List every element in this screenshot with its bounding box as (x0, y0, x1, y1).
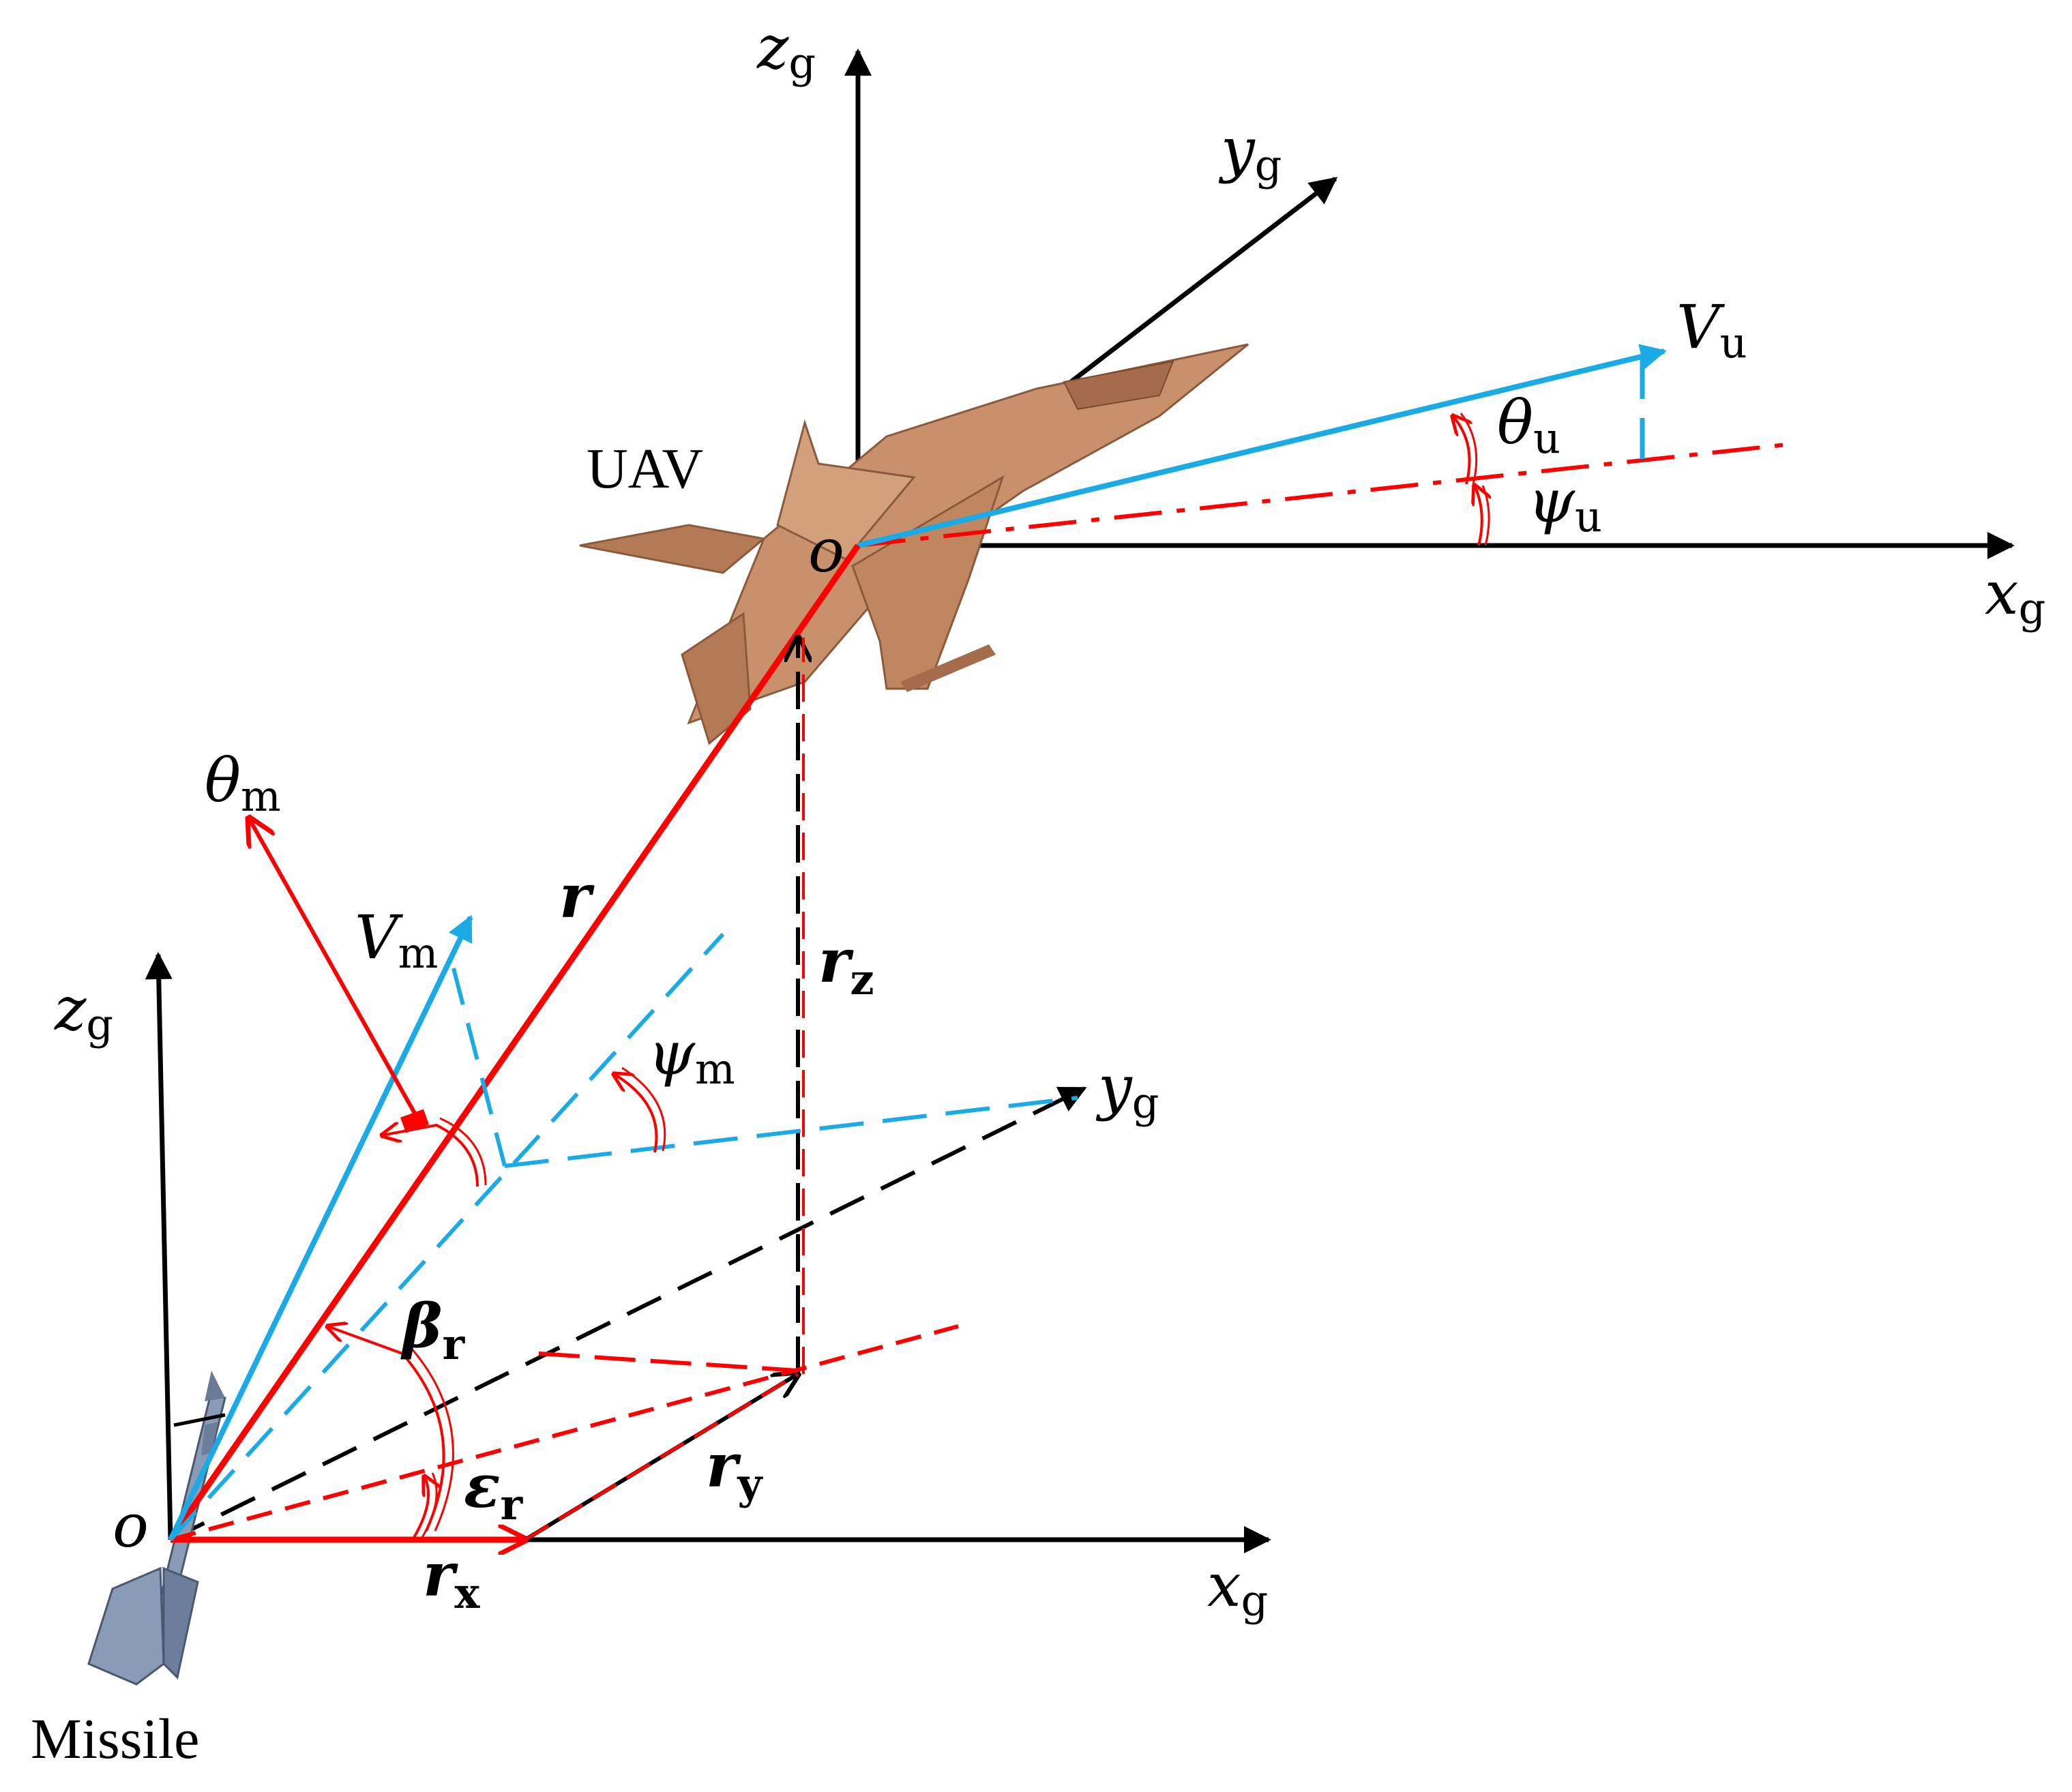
theta-u-label: θu (1497, 387, 1560, 463)
missile-z-axis-label: zg (54, 974, 113, 1049)
psi-u-arc-2 (1481, 485, 1490, 546)
psi-u-label: ψu (1528, 466, 1602, 541)
ground-projection (170, 1324, 959, 1542)
epsilon-r-arc (411, 1476, 428, 1541)
uav-x-axis-label: xg (1985, 558, 2045, 633)
r-y-component-red (524, 1372, 799, 1542)
missile-axis-tick (173, 1413, 226, 1427)
los-vector-r (168, 543, 861, 1542)
psi-m-label: ψm (648, 1018, 735, 1094)
r-x-label: rx (423, 1539, 480, 1618)
missile-y-axis-dashed (169, 1086, 1087, 1542)
missile-z-axis (145, 952, 173, 1540)
beta-r-arc-2 (409, 1347, 454, 1532)
psi-m-reference-line (504, 1096, 1078, 1168)
psi-m-arc (614, 1074, 658, 1153)
theta-m-arc-2 (439, 1117, 487, 1186)
uav-velocity-vector (857, 344, 1667, 548)
uav-z-axis-label: zg (756, 12, 816, 88)
missile-velocity-vector (168, 914, 473, 1541)
missile-x-axis-label: xg (1207, 1550, 1268, 1626)
beta-r-label: βr (400, 1290, 465, 1369)
theta-u-arc (1453, 416, 1470, 485)
missile-label: Missile (31, 1707, 199, 1771)
uav-origin-label: o (808, 516, 844, 586)
v-m-label: Vm (355, 902, 438, 978)
theta-m-label: θm (205, 745, 281, 821)
v-u-label: Vu (1676, 292, 1747, 368)
theta-m-vector (249, 818, 421, 1123)
fighter-jet-icon (579, 343, 1249, 745)
missile-velocity-projection (168, 932, 725, 1542)
psi-u-arc (1475, 486, 1482, 546)
psi-m-arc-2 (621, 1066, 666, 1152)
r-z-label: rz (818, 925, 874, 1004)
epsilon-r-arc-2 (419, 1472, 438, 1540)
missile-origin-label: o (113, 1491, 149, 1561)
missile-velocity-drop (452, 968, 507, 1167)
epsilon-r-label: εr (464, 1450, 524, 1529)
theta-u-arc-2 (1460, 413, 1478, 485)
theta-m-arc (382, 1125, 479, 1187)
uav-heading-projection (857, 443, 1788, 548)
r-y-label: ry (706, 1430, 763, 1509)
uav-y-axis-label: yg (1218, 115, 1282, 190)
missile-y-axis-label: yg (1095, 1052, 1159, 1128)
r-label: r (559, 861, 595, 931)
uav-label: UAV (587, 437, 703, 501)
ground-projection-link (538, 1352, 799, 1373)
